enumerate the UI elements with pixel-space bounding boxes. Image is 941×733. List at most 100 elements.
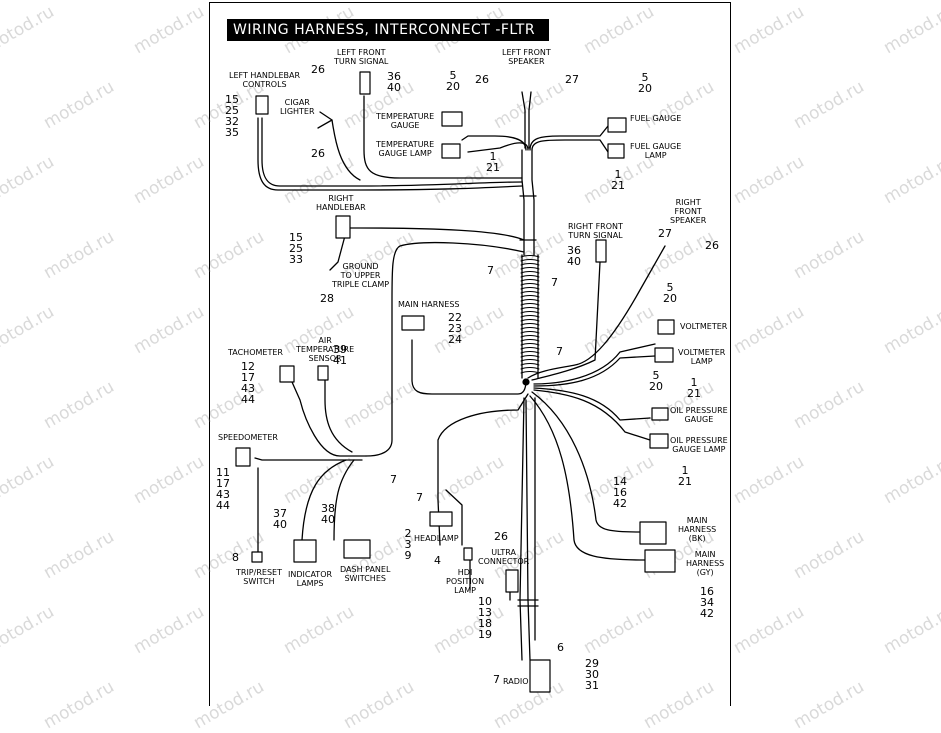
callout-number: 34 (700, 596, 714, 609)
callout-cigar-bottom: 26 (311, 147, 325, 160)
callout-number: 30 (585, 668, 599, 681)
tach-connector-shape (279, 365, 295, 383)
callout-number: 42 (700, 607, 714, 620)
fuel-lamp-connector-shape (607, 143, 625, 159)
callout-trip: 8 (232, 551, 239, 564)
conduit-rib (520, 367, 540, 370)
callout-number: 20 (446, 80, 460, 93)
callout-number: 9 (404, 549, 412, 562)
callout-number: 21 (486, 161, 500, 174)
callout-number: 35 (225, 126, 239, 139)
callout-number: 5 (666, 281, 674, 294)
conduit-rib (520, 351, 540, 354)
callout-number: 13 (478, 606, 492, 619)
conduit-rib (520, 327, 540, 330)
callout-number: 15 (289, 231, 303, 244)
radio-connector-shape (529, 659, 551, 693)
main-trunk (519, 149, 540, 379)
conduit-rib (520, 275, 540, 278)
left-handlebar-connector-shape (255, 95, 269, 115)
ats-connector-shape (317, 365, 329, 381)
conduit-rib (520, 323, 540, 326)
conduit-rib (520, 363, 540, 366)
conduit-rib (520, 263, 540, 266)
callout-number: 5 (652, 369, 660, 382)
callout-number: 43 (216, 488, 230, 501)
temp-lamp-connector-shape (441, 143, 461, 159)
main-harness-gy-shape (644, 549, 676, 573)
label-radio: RADIO (503, 677, 529, 686)
callout-ultra-left: 4 (434, 554, 441, 567)
callout-number: 17 (216, 477, 230, 490)
callout-number: 1 (690, 376, 698, 389)
speedo-connector-shape (235, 447, 251, 467)
wiring-diagram (235, 71, 676, 693)
callout-ultra: 26 (494, 530, 508, 543)
callout-speaker-left: 26 (475, 73, 489, 86)
callout-number: 18 (478, 617, 492, 630)
right-handlebar-connector-shape (335, 215, 351, 239)
callout-rfs-left: 27 (658, 227, 672, 240)
callout-speaker-right: 27 (565, 73, 579, 86)
conduit-rib (520, 279, 540, 282)
callout-ground: 28 (320, 292, 334, 305)
conduit-rib (520, 319, 540, 322)
trip-switch-shape (251, 551, 263, 563)
callout-number: 1 (614, 168, 622, 181)
callout-number: 36 (387, 70, 401, 83)
conduit-rib (520, 339, 540, 342)
main-harness-bk-shape (639, 521, 667, 545)
callout-mid-clip: 7 (390, 473, 397, 486)
conduit-rib (520, 283, 540, 286)
callout-number: 15 (225, 93, 239, 106)
ultra-connector-shape (463, 547, 473, 561)
callout-number: 10 (478, 595, 492, 608)
temp-gauge-connector-shape (441, 111, 463, 127)
fuel-gauge-connector-shape (607, 117, 627, 133)
callout-number: 25 (225, 104, 239, 117)
callout-number: 42 (613, 497, 627, 510)
callout-number: 16 (613, 486, 627, 499)
conduit-rib (520, 307, 540, 310)
callout-number: 19 (478, 628, 492, 641)
callout-rfs-right: 26 (705, 239, 719, 252)
top-branches (257, 91, 609, 271)
callout-number: 12 (241, 360, 255, 373)
hdi-lamp-shape (505, 569, 519, 593)
callout-number: 14 (613, 475, 627, 488)
label-tachometer: TACHOMETER (228, 348, 283, 357)
callout-number: 41 (333, 354, 347, 367)
callout-boot-left: 7 (487, 264, 494, 277)
indicator-lamps-shape (293, 539, 317, 563)
callout-number: 43 (241, 382, 255, 395)
conduit-rib (520, 331, 540, 334)
callout-number: 39 (333, 343, 347, 356)
